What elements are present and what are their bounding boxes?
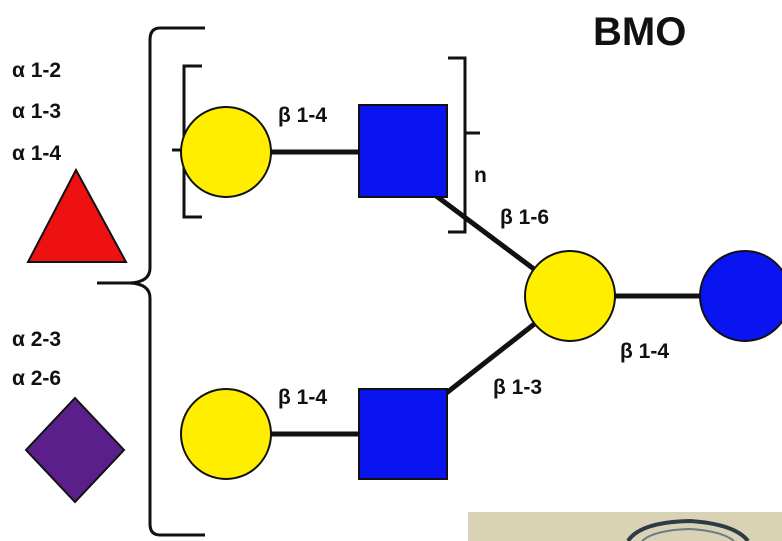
repeat-right-bracket	[448, 56, 467, 234]
fucose-linkage-2: α 1-3	[12, 100, 61, 123]
sialic-linkage-2: α 2-6	[12, 367, 61, 390]
repeat-count-label: n	[474, 164, 487, 187]
photo-fragment-arc	[626, 518, 750, 541]
glcnac-top-icon	[358, 104, 448, 198]
fucose-red-triangle-icon	[26, 167, 128, 263]
galactose-top-icon	[180, 106, 272, 198]
galactose-core-icon	[524, 250, 616, 342]
linkage-bottom-branch: β 1-3	[493, 376, 542, 399]
linkage-core-gal-glc: β 1-4	[620, 340, 669, 363]
galactose-bottom-icon	[180, 388, 272, 480]
photo-fragment-arc-inner	[641, 527, 735, 541]
glucose-core-icon	[699, 250, 782, 342]
sialic-purple-diamond-icon	[24, 396, 126, 504]
fucose-linkage-3: α 1-4	[12, 142, 61, 165]
photo-fragment	[468, 512, 782, 541]
linkage-top-branch: β 1-6	[500, 206, 549, 229]
fucose-linkage-1: α 1-2	[12, 59, 61, 82]
linkage-bottom-gal-glcnac: β 1-4	[278, 386, 327, 409]
linkage-top-gal-glcnac: β 1-4	[278, 104, 327, 127]
sialic-linkage-1: α 2-3	[12, 328, 61, 351]
glcnac-bottom-icon	[358, 388, 448, 480]
diagram-title: BMO	[593, 10, 686, 54]
left-curly-brace	[97, 26, 205, 537]
